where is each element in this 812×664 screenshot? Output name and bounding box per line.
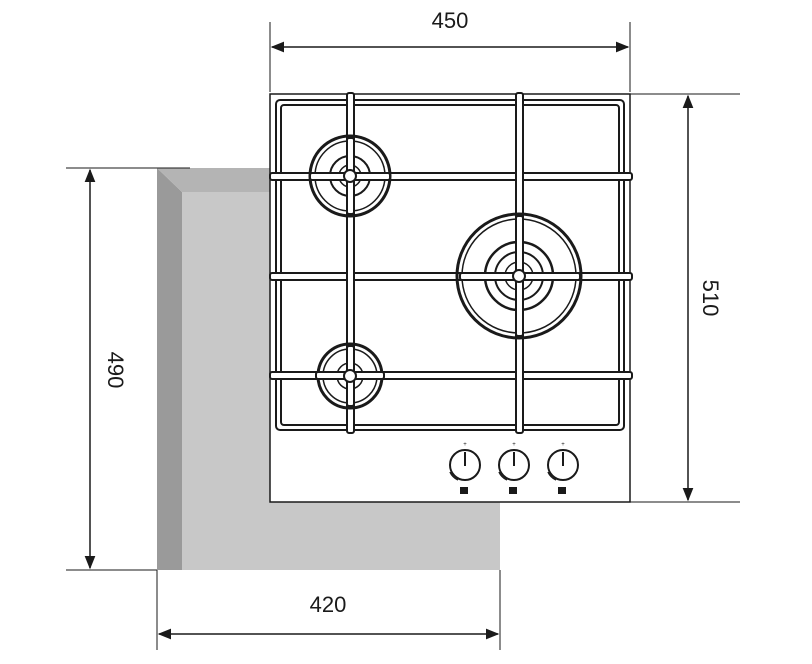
hob-width-label: 450 <box>432 8 469 33</box>
cutout-shadow-left <box>157 168 182 570</box>
cutout-width-label: 420 <box>310 592 347 617</box>
dimension-hob-depth: 510 <box>630 93 740 503</box>
dimension-cutout-depth: 490 <box>66 167 190 571</box>
svg-text:+: + <box>512 442 516 448</box>
svg-text:+: + <box>463 442 467 448</box>
knob-3-icon: + <box>547 442 579 494</box>
knob-2-icon: + <box>498 442 530 494</box>
knob-1-icon: + <box>449 442 481 494</box>
cutout-shadow-top <box>157 168 272 192</box>
dimension-hob-width: 450 <box>269 8 631 92</box>
hob-depth-label: 510 <box>698 280 723 317</box>
trivet-overlay <box>309 137 581 407</box>
hob: + + + <box>269 92 633 503</box>
svg-text:+: + <box>561 442 565 448</box>
hob-outline <box>269 93 631 503</box>
cutout-depth-label: 490 <box>103 352 128 389</box>
dimension-cutout-width: 420 <box>156 570 501 650</box>
knobs: + + + <box>449 442 579 494</box>
